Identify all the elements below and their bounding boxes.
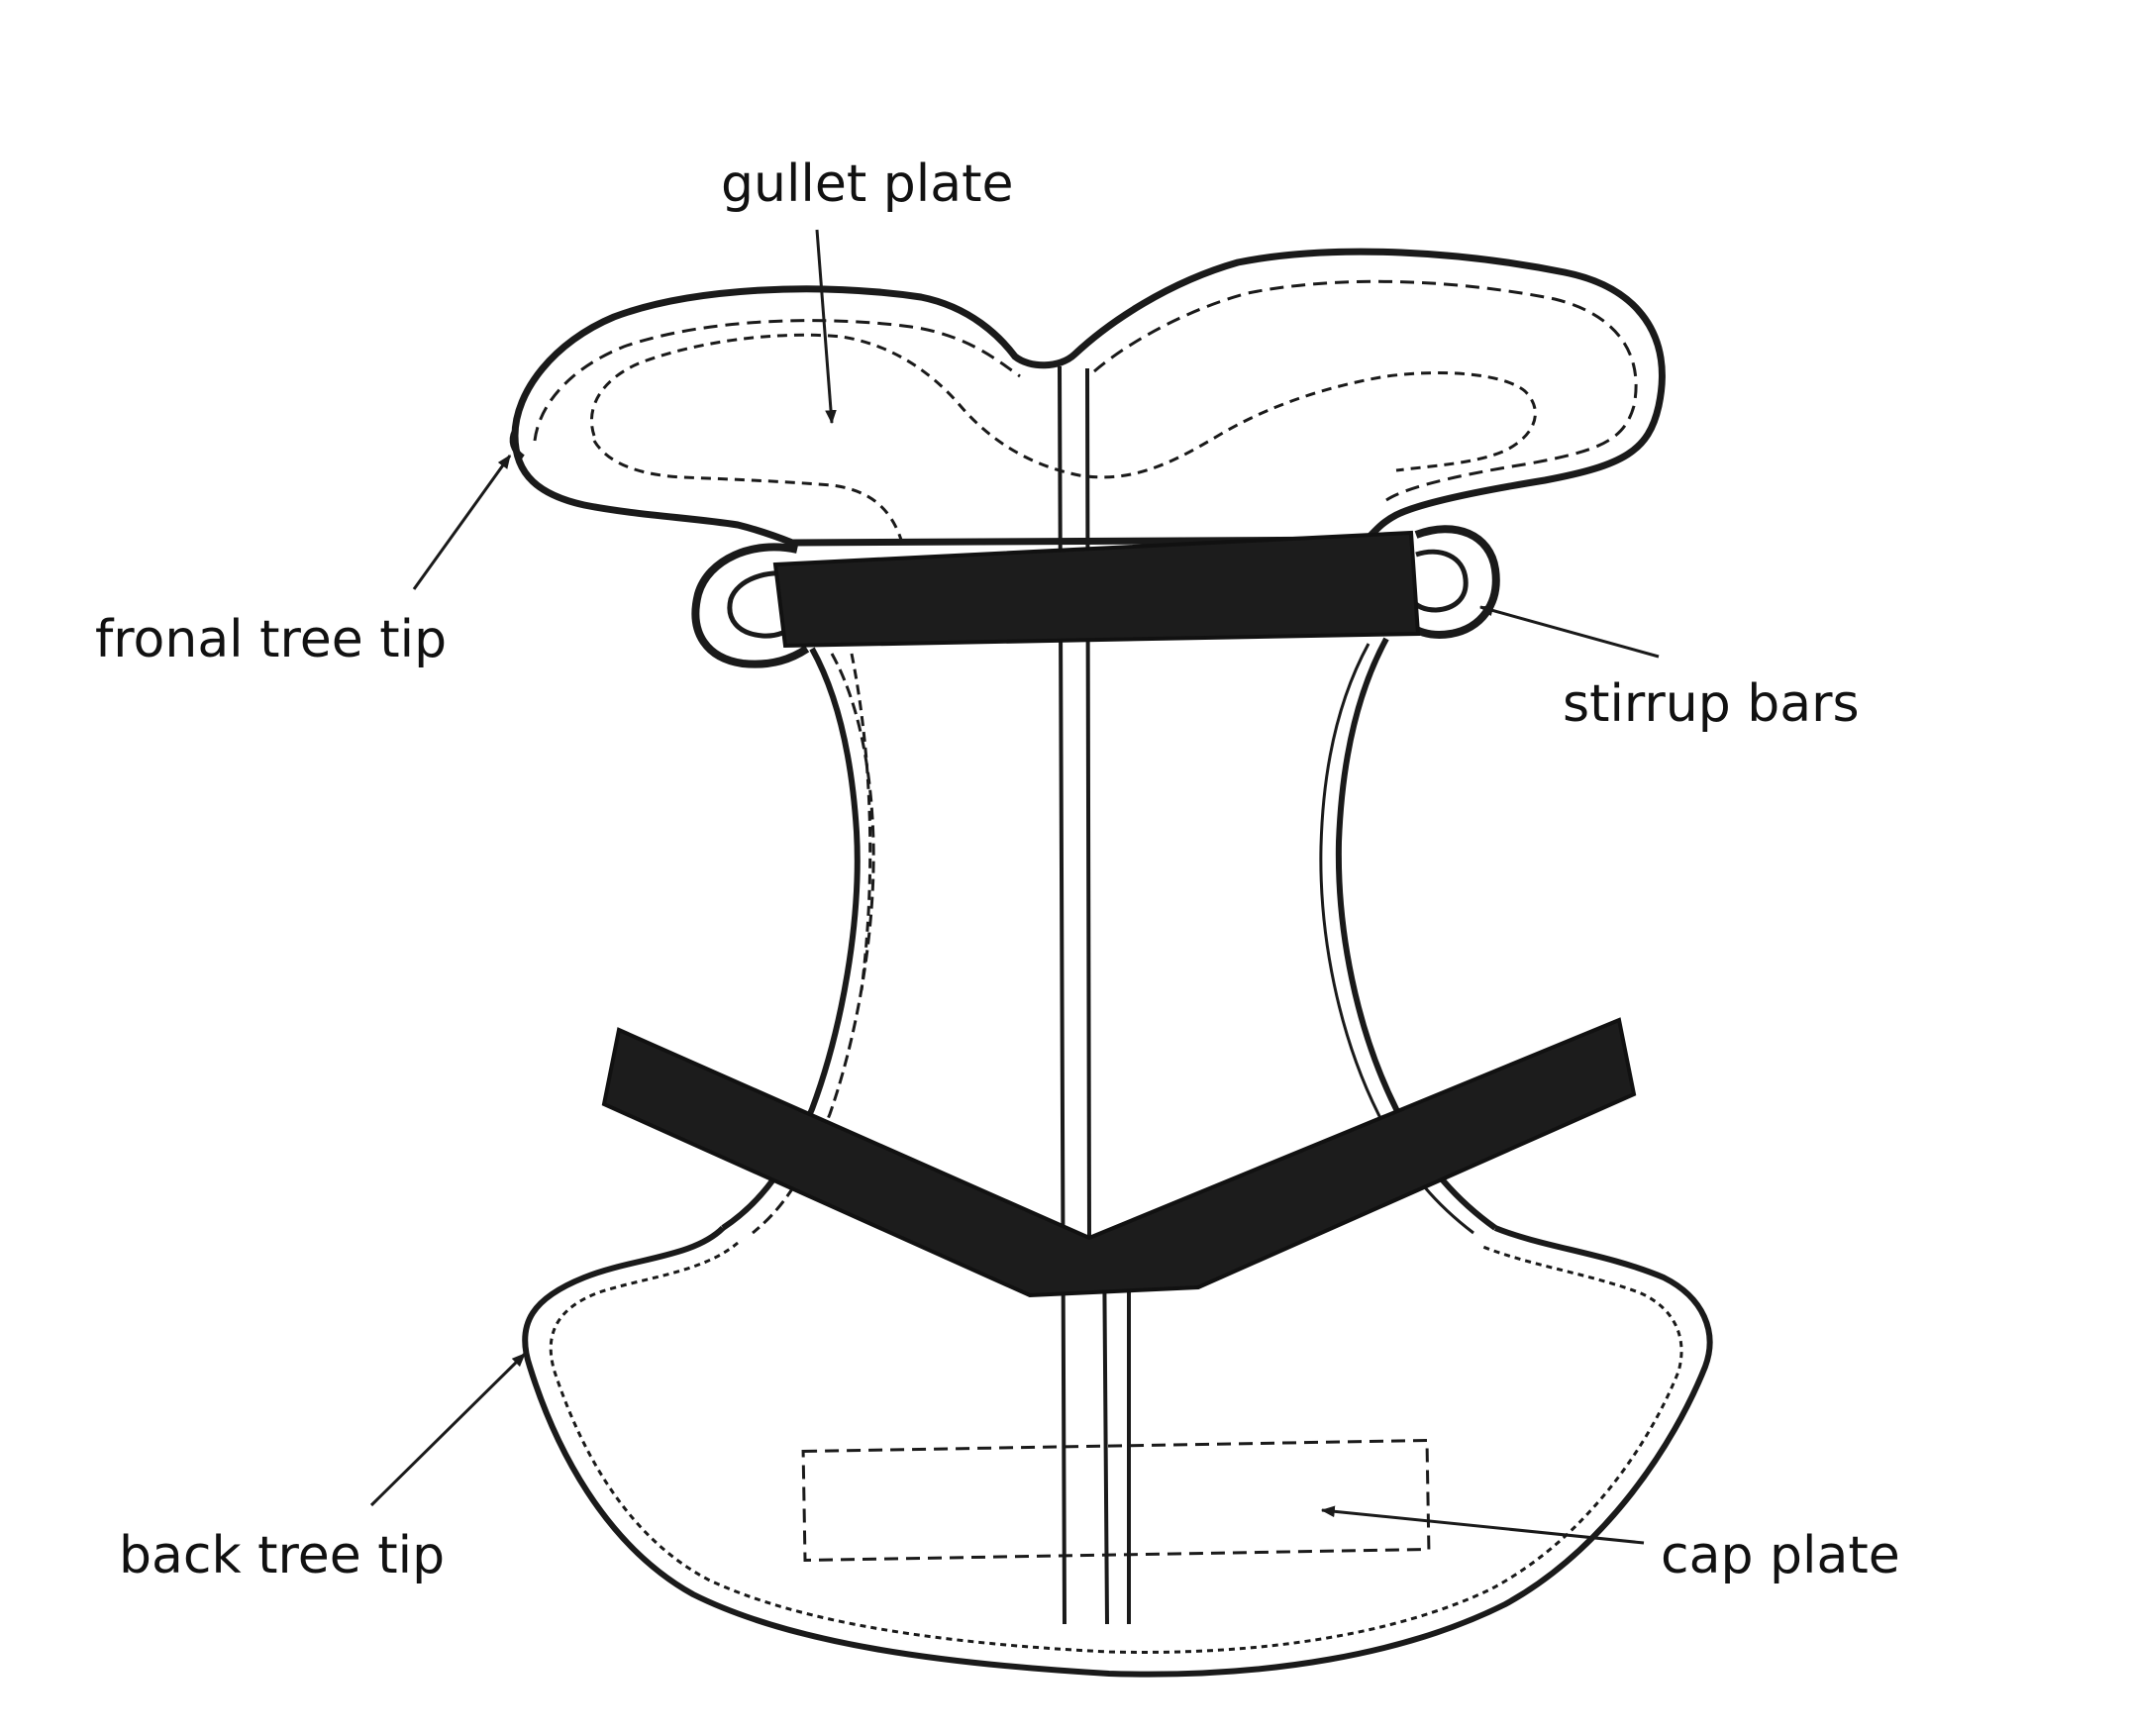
- gullet-plate-outline: [511, 248, 1666, 547]
- cap-plate-label: cap plate: [1661, 1526, 1900, 1585]
- frontal-tree-tip-label: fronal tree tip: [95, 610, 448, 669]
- left-waist-line: [850, 653, 872, 991]
- gullet-plate-label: gullet plate: [721, 154, 1014, 214]
- cap-plate-arrow: [1320, 1505, 1645, 1545]
- back-tree-tip-label: back tree tip: [119, 1526, 446, 1585]
- stirrup-bars-arrow: [1478, 604, 1660, 659]
- front-strap: [772, 530, 1421, 649]
- cap-plate-outline: [801, 1438, 1431, 1563]
- frontal-tree-tip-edge: [509, 429, 525, 460]
- rear-v-strap: [601, 1017, 1637, 1298]
- stirrup-bar-right: [1398, 525, 1500, 639]
- frontal-tree-tip-arrow: [412, 455, 512, 590]
- stirrup-bars-label: stirrup bars: [1563, 674, 1860, 734]
- gullet-plate-stitching: [533, 279, 1638, 502]
- gullet-plate-arrow: [815, 229, 837, 425]
- gullet-plate-inner-stitching: [589, 333, 1537, 541]
- back-tree-tip-arrow: [369, 1352, 527, 1507]
- back-tree-stitching: [549, 1241, 1683, 1654]
- back-tree-outline: [522, 1225, 1713, 1678]
- stirrup-bar-left: [691, 543, 810, 668]
